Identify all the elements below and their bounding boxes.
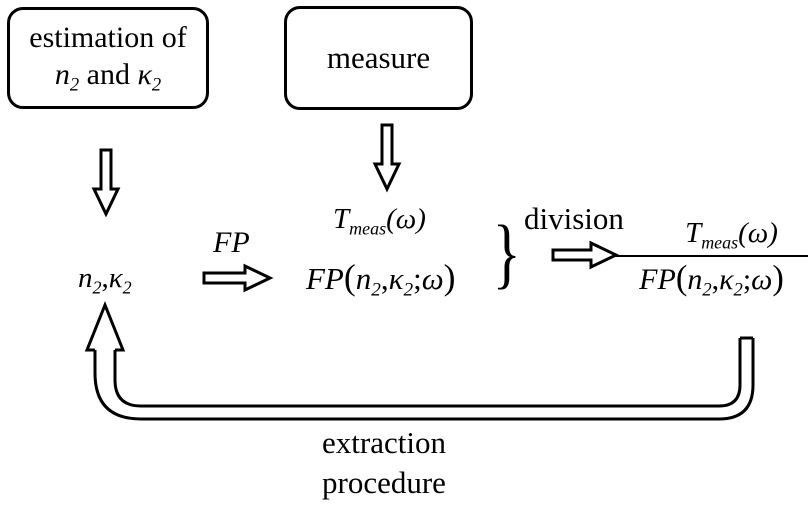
ratio-den-omega: ω [751, 263, 773, 297]
fp-semicolon: ; [413, 261, 422, 296]
fp-arrow-label: FP [213, 226, 250, 259]
fp-n-subscript: 2 [371, 279, 381, 301]
estimation-box: estimation of n2 and κ2 [7, 7, 209, 109]
node-kappa-symbol: κ [108, 262, 123, 294]
fp-n-symbol: n [355, 261, 372, 296]
ratio-den-n-subscript: 2 [702, 279, 712, 301]
ratio-num-symbol: T [685, 217, 702, 249]
estimation-label-line2: n2 and κ2 [55, 56, 161, 97]
node-n-subscript: 2 [92, 277, 102, 298]
ratio-den-semicolon: ; [742, 263, 752, 297]
ratio-fraction: Tmeas(ω) FP(n2,κ2;ω) [615, 217, 808, 301]
extraction-line2: procedure [322, 465, 446, 501]
ratio-den-close-paren: ) [772, 259, 784, 298]
arrow-estimation-down [91, 148, 121, 218]
fp-comma: , [380, 261, 389, 296]
node-separator: , [101, 262, 109, 294]
fp-func: FP [306, 261, 344, 296]
grouping-brace: } [492, 209, 521, 296]
feedback-loop-inner [113, 338, 742, 408]
ratio-den-kappa-symbol: κ [719, 263, 734, 297]
estimation-n-subscript: 2 [69, 74, 80, 96]
feedback-loop-outer [93, 338, 755, 421]
ratio-den-open-paren: ( [675, 259, 688, 298]
ratio-den-kappa-subscript: 2 [733, 279, 743, 301]
arrow-fp-right [202, 263, 274, 293]
tmeas-argument: (ω) [386, 203, 426, 235]
estimation-kappa-symbol: κ [137, 58, 152, 92]
arrow-measure-down [372, 123, 402, 193]
node-kappa-subscript: 2 [122, 277, 132, 298]
ratio-den-comma: , [711, 263, 720, 297]
extraction-line1: extraction [322, 425, 446, 460]
fp-kappa-symbol: κ [388, 261, 404, 296]
fraction-bar [615, 255, 808, 258]
measure-box: measure [284, 6, 473, 110]
ratio-num-argument: (ω) [738, 217, 778, 249]
fp-close-paren: ) [443, 257, 456, 297]
ratio-den-func: FP [639, 263, 676, 297]
tmeas-subscript: meas [349, 218, 387, 239]
fp-expression: FP(n2,κ2;ω) [306, 256, 456, 302]
tmeas-expression: Tmeas(ω) [333, 203, 426, 239]
division-label: division [524, 201, 624, 236]
estimation-and: and [86, 58, 130, 92]
parameter-node: n2,κ2 [78, 262, 132, 298]
measure-label: measure [326, 40, 431, 75]
estimation-label-line1: estimation of [29, 20, 187, 54]
tmeas-symbol: T [333, 203, 350, 235]
estimation-n-symbol: n [54, 58, 70, 92]
ratio-num-subscript: meas [701, 232, 739, 253]
node-n-symbol: n [78, 262, 93, 294]
estimation-kappa-subscript: 2 [151, 74, 162, 96]
fp-kappa-subscript: 2 [403, 279, 414, 301]
feedback-arrow-head-up [84, 300, 126, 352]
arrow-division-right [551, 240, 620, 270]
ratio-denominator: FP(n2,κ2;ω) [639, 259, 784, 301]
extraction-procedure-label: extraction procedure [322, 423, 446, 504]
ratio-numerator: Tmeas(ω) [645, 217, 778, 253]
ratio-den-n-symbol: n [687, 263, 703, 297]
fp-open-paren: ( [343, 257, 356, 297]
fp-omega: ω [421, 261, 444, 296]
